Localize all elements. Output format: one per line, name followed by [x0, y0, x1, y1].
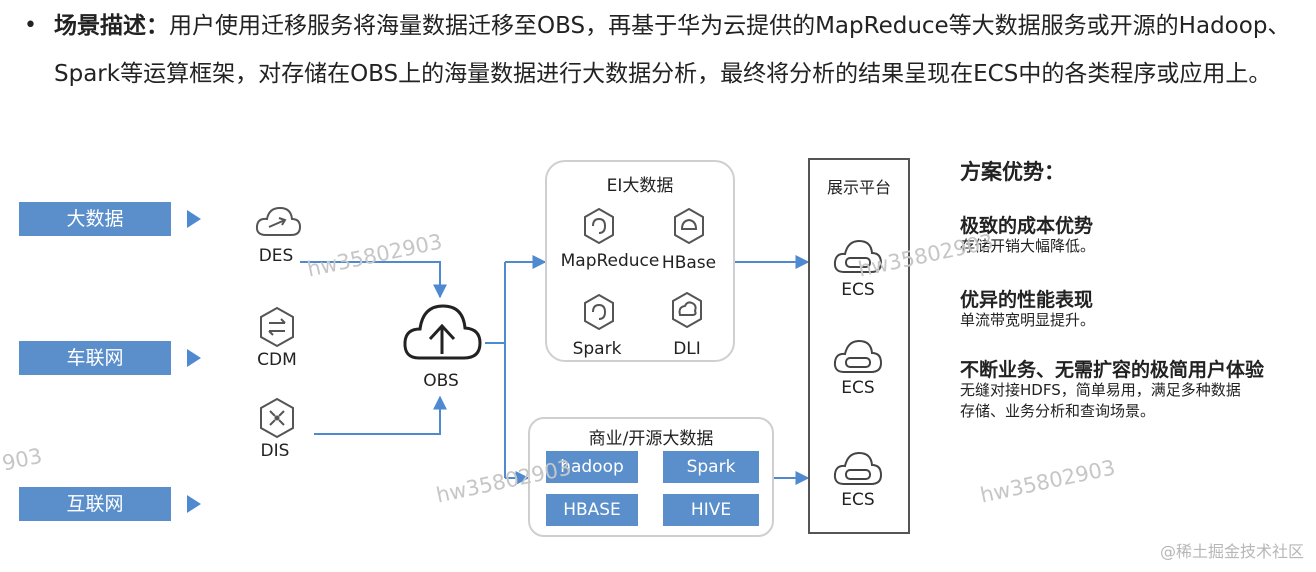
- ecs-icon: [832, 450, 884, 492]
- scenario-description: • 场景描述：用户使用迁移服务将海量数据迁移至OBS，再基于华为云提供的MapR…: [24, 2, 1304, 98]
- display-platform-title: 展示平台: [826, 178, 891, 197]
- dli-icon: [670, 291, 704, 333]
- des-to-obs-line: [300, 261, 447, 299]
- dis-to-obs-line: [314, 395, 447, 435]
- obs-label: OBS: [423, 371, 459, 391]
- footer-credit: @稀土掘金技术社区: [1159, 542, 1304, 561]
- source-iov: 车联网: [19, 341, 171, 375]
- chip-hive: HIVE: [663, 494, 759, 526]
- advantage-desc: 存储开销大幅降低。: [960, 237, 1096, 255]
- hbase-icon: [672, 207, 706, 249]
- advantage-heading: 极致的成本优势: [960, 215, 1094, 237]
- source-bigdata: 大数据: [19, 202, 171, 236]
- ecs-label: ECS: [841, 378, 875, 398]
- scenario-text: 用户使用迁移服务将海量数据迁移至OBS，再基于华为云提供的MapReduce等大…: [54, 13, 1291, 87]
- spark-icon: [582, 293, 616, 335]
- advantage-desc: 存储、业务分析和查询场景。: [960, 402, 1156, 420]
- chip-hbase: HBASE: [546, 494, 638, 526]
- mapreduce-label: MapReduce: [560, 251, 660, 271]
- dli-label: DLI: [673, 339, 701, 359]
- bullet: •: [24, 13, 37, 38]
- cdm-label: CDM: [257, 350, 297, 370]
- ecs-label: ECS: [841, 280, 875, 300]
- dis-label: DIS: [260, 441, 290, 461]
- dis-icon: [257, 396, 297, 444]
- chip-spark: Spark: [663, 451, 759, 483]
- ecs-icon: [832, 238, 884, 280]
- scenario-label: 场景描述：: [54, 13, 169, 39]
- ei-bigdata-panel: [545, 160, 735, 362]
- des-cloud-icon: [254, 205, 302, 243]
- oss-panel-title: 商业/开源大数据: [588, 429, 714, 449]
- advantage-desc: 无缝对接HDFS，简单易用，满足多种数据: [960, 381, 1241, 399]
- play-icon: [187, 349, 201, 367]
- play-icon: [187, 210, 201, 228]
- source-internet: 互联网: [19, 487, 171, 521]
- des-label: DES: [258, 246, 294, 266]
- advantage-heading: 优异的性能表现: [960, 289, 1094, 311]
- mapreduce-icon: [582, 207, 616, 249]
- ei-panel-title: EI大数据: [606, 176, 674, 196]
- play-icon: [187, 495, 201, 513]
- ecs-label: ECS: [841, 490, 875, 510]
- advantage-heading: 不断业务、无需扩容的极简用户体验: [960, 359, 1265, 381]
- advantages-title: 方案优势：: [960, 160, 1065, 184]
- chip-hadoop: hadoop: [546, 451, 638, 483]
- advantage-desc: 单流带宽明显提升。: [960, 311, 1096, 329]
- spark-label: Spark: [572, 339, 622, 359]
- ecs-icon: [832, 338, 884, 380]
- cdm-icon: [257, 305, 297, 353]
- obs-cloud-icon: [401, 298, 483, 370]
- hbase-label: HBase: [661, 253, 717, 273]
